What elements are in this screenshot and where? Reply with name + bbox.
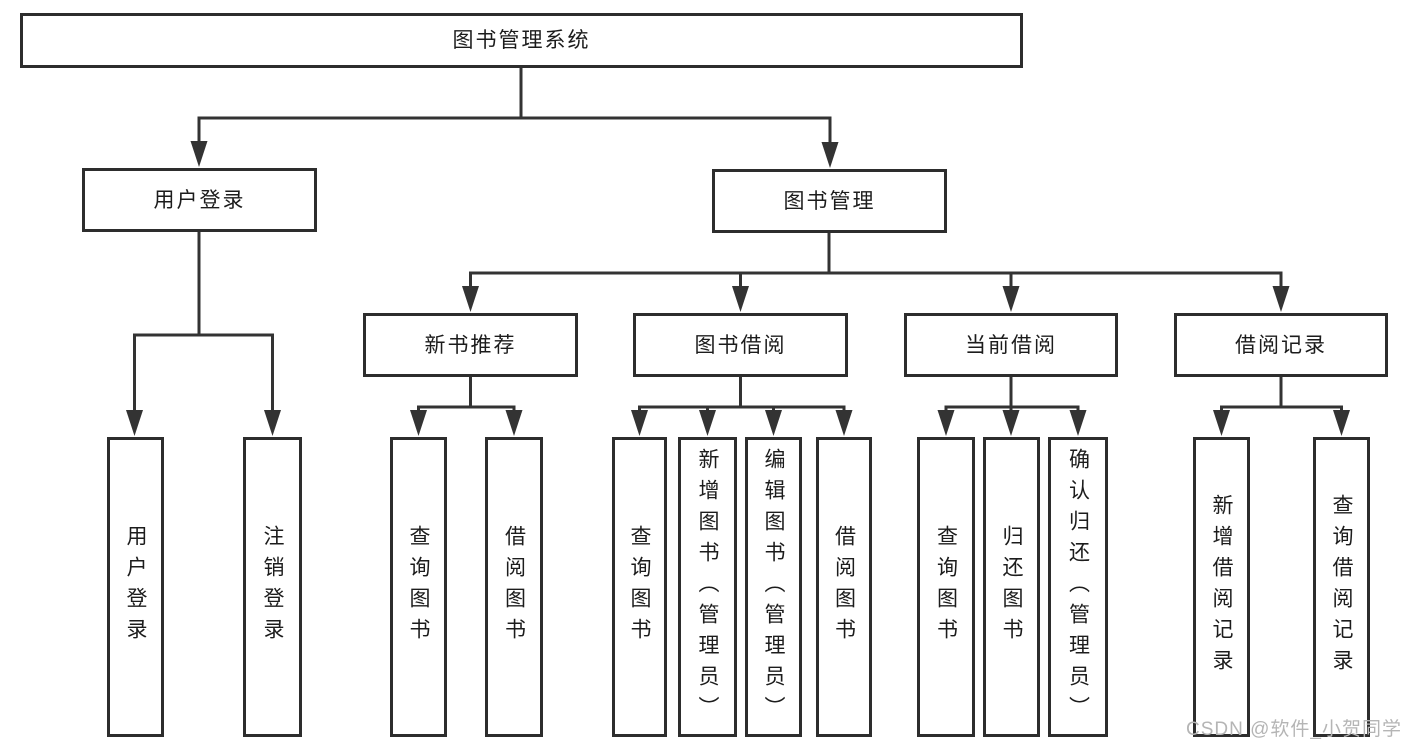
- node-root: 图书管理系统: [20, 13, 1023, 68]
- leaf-current-return-books: 归还图书: [983, 437, 1040, 737]
- leaf-borrow-add-books-admin: 新增图书（管理员）: [678, 437, 737, 737]
- node-new-book-recommend: 新书推荐: [363, 313, 578, 377]
- leaf-borrow-query-books-label: 查询图书: [628, 525, 651, 649]
- leaf-recommend-borrow-books: 借阅图书: [485, 437, 543, 737]
- leaf-current-return-books-label: 归还图书: [1000, 525, 1023, 649]
- leaf-current-query-books-label: 查询图书: [934, 525, 958, 649]
- watermark: CSDN @软件_小贺同学: [1186, 719, 1402, 740]
- leaf-records-add-record-label: 新增借阅记录: [1210, 494, 1233, 680]
- node-user-login-label: 用户登录: [153, 188, 246, 212]
- leaf-borrow-edit-books-admin-label: 编辑图书（管理员）: [762, 447, 785, 727]
- leaf-records-add-record: 新增借阅记录: [1193, 437, 1250, 737]
- leaf-current-confirm-return-admin: 确认归还（管理员）: [1048, 437, 1108, 737]
- node-borrow-records: 借阅记录: [1174, 313, 1388, 377]
- leaf-borrow-borrow-books: 借阅图书: [816, 437, 872, 737]
- node-book-management-label: 图书管理: [783, 189, 876, 213]
- leaf-logout-label: 注销登录: [261, 525, 284, 649]
- node-book-borrow-label: 图书借阅: [694, 333, 787, 357]
- leaf-borrow-edit-books-admin: 编辑图书（管理员）: [745, 437, 802, 737]
- leaf-recommend-query-books-label: 查询图书: [407, 525, 430, 649]
- node-borrow-records-label: 借阅记录: [1235, 333, 1327, 357]
- leaf-records-query-record-label: 查询借阅记录: [1330, 494, 1353, 680]
- leaf-borrow-add-books-admin-label: 新增图书（管理员）: [696, 447, 719, 727]
- leaf-user-login-label: 用户登录: [124, 525, 147, 649]
- arrowheads: [126, 141, 1350, 436]
- node-current-borrow: 当前借阅: [904, 313, 1118, 377]
- node-book-borrow: 图书借阅: [633, 313, 848, 377]
- leaf-recommend-query-books: 查询图书: [390, 437, 447, 737]
- leaf-records-query-record: 查询借阅记录: [1313, 437, 1370, 737]
- leaf-logout: 注销登录: [243, 437, 302, 737]
- node-current-borrow-label: 当前借阅: [965, 333, 1057, 357]
- leaf-current-confirm-return-admin-label: 确认归还（管理员）: [1066, 447, 1090, 727]
- node-book-management: 图书管理: [712, 169, 947, 233]
- leaf-user-login: 用户登录: [107, 437, 164, 737]
- node-user-login: 用户登录: [82, 168, 317, 232]
- node-new-book-recommend-label: 新书推荐: [424, 333, 517, 357]
- branch-lines: [133, 68, 1343, 413]
- leaf-recommend-borrow-books-label: 借阅图书: [502, 525, 526, 649]
- leaf-borrow-borrow-books-label: 借阅图书: [832, 525, 856, 649]
- leaf-current-query-books: 查询图书: [917, 437, 975, 737]
- leaf-borrow-query-books: 查询图书: [612, 437, 667, 737]
- node-root-label: 图书管理系统: [452, 29, 591, 52]
